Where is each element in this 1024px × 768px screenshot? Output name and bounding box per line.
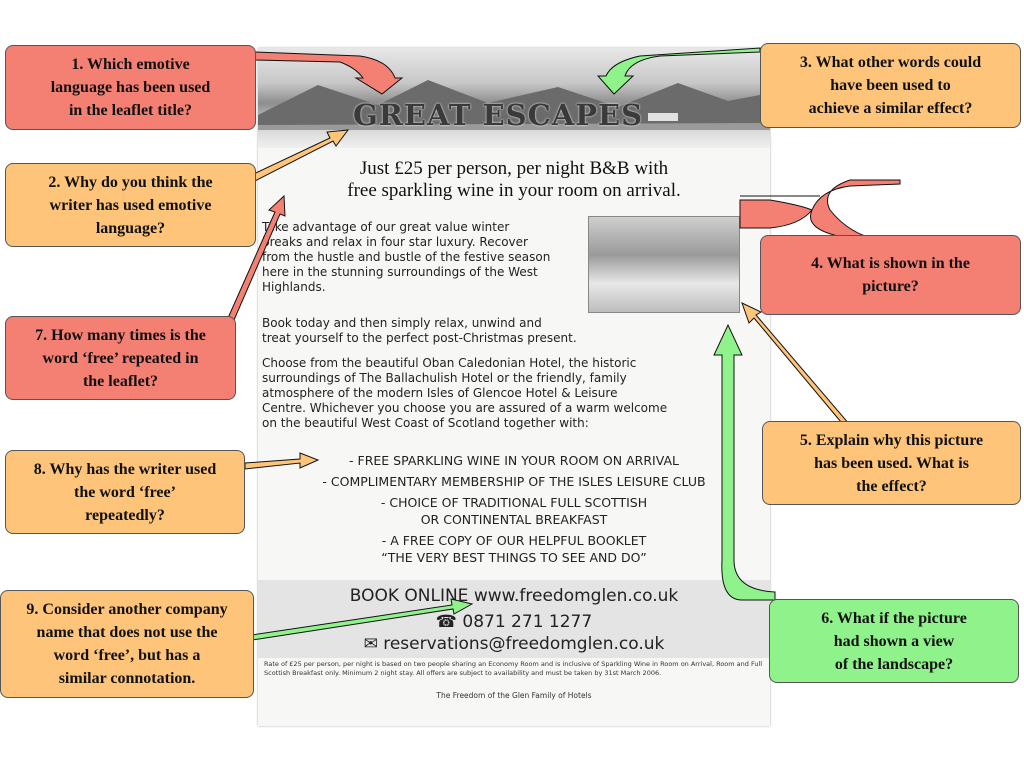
intro-line: Take advantage of our great value winter bbox=[262, 220, 510, 234]
question-5-line: the effect? bbox=[856, 477, 927, 495]
hotel-pool-photo bbox=[588, 216, 740, 313]
question-2-line: language? bbox=[95, 219, 166, 237]
email-address: reservations@freedomglen.co.uk bbox=[383, 634, 665, 654]
booking-paragraph: Book today and then simply relax, unwind… bbox=[262, 316, 577, 346]
question-9-line: name that does not use the bbox=[36, 624, 218, 641]
question-6-line: 6. What if the picture bbox=[821, 609, 967, 627]
question-3-line: achieve a similar effect? bbox=[808, 100, 973, 117]
phone-line: ☎ 0871 271 1277 bbox=[258, 612, 770, 632]
question-8-line: 8. Why has the writer used bbox=[33, 460, 217, 478]
question-6-line: had shown a view bbox=[833, 632, 955, 650]
question-2-line: 2. Why do you think the bbox=[48, 173, 213, 191]
intro-line: here in the stunning surroundings of the… bbox=[262, 265, 538, 279]
question-9-line: similar connotation. bbox=[58, 670, 196, 687]
email-line: ✉ reservations@freedomglen.co.uk bbox=[258, 634, 770, 654]
question-4-line: 4. What is shown in the bbox=[811, 255, 970, 272]
intro-line: Highlands. bbox=[262, 280, 326, 294]
question-5-line: 5. Explain why this picture bbox=[799, 431, 984, 449]
hotels-paragraph: Choose from the beautiful Oban Caledonia… bbox=[262, 356, 667, 431]
mountain-silhouette bbox=[258, 80, 770, 130]
phone-icon: ☎ bbox=[435, 612, 463, 632]
question-box-3: 3. What other words could have been used… bbox=[760, 43, 1021, 128]
offer-item: - COMPLIMENTARY MEMBERSHIP OF THE ISLES … bbox=[322, 474, 706, 489]
question-9-line: word ‘free’, but has a bbox=[53, 647, 201, 664]
intro-line: from the hustle and bustle of the festiv… bbox=[262, 250, 551, 264]
envelope-icon: ✉ bbox=[363, 634, 384, 654]
offer-item: - FREE SPARKLING WINE IN YOUR ROOM ON AR… bbox=[349, 453, 679, 468]
question-7-line: the leaflet? bbox=[82, 372, 159, 390]
question-3-line: 3. What other words could bbox=[799, 54, 982, 71]
question-1-line: language has been used bbox=[50, 79, 211, 96]
question-3-line: have been used to bbox=[830, 77, 951, 94]
leaflet-title: GREAT ESCAPES bbox=[353, 98, 644, 132]
leaflet: GREAT ESCAPES Just £25 per person, per n… bbox=[258, 48, 770, 726]
question-7-line: word ‘free’ repeated in bbox=[42, 349, 199, 367]
question-box-1: 1. Which emotive language has been used … bbox=[5, 45, 256, 130]
question-box-6: 6. What if the picture had shown a view … bbox=[769, 599, 1019, 683]
hotels-line: on the beautiful West Coast of Scotland … bbox=[262, 416, 589, 430]
question-1-line: 1. Which emotive bbox=[71, 56, 190, 73]
question-8-line: the word ‘free’ bbox=[74, 483, 176, 501]
hotels-line: Centre. Whichever you choose you are ass… bbox=[262, 401, 668, 415]
hotels-line: atmosphere of the modern Isles of Glenco… bbox=[262, 386, 618, 400]
fine-print: Rate of £25 per person, per night is bas… bbox=[264, 660, 763, 677]
question-box-4: 4. What is shown in the picture? bbox=[760, 235, 1021, 315]
intro-paragraph: Take advantage of our great value winter… bbox=[262, 220, 550, 295]
question-5-line: has been used. What is bbox=[814, 454, 969, 472]
question-box-2: 2. Why do you think the writer has used … bbox=[5, 163, 256, 247]
headline-line-2: free sparkling wine in your room on arri… bbox=[347, 180, 681, 201]
book-online-text: BOOK ONLINE www.freedomglen.co.uk bbox=[349, 586, 679, 606]
offer-item: OR CONTINENTAL BREAKFAST bbox=[420, 512, 608, 527]
booking-line: Book today and then simply relax, unwind… bbox=[262, 316, 542, 330]
leaflet-footer: The Freedom of the Glen Family of Hotels bbox=[436, 691, 592, 700]
question-1-line: in the leaflet title? bbox=[68, 102, 193, 119]
booking-line: treat yourself to the perfect post-Chris… bbox=[262, 331, 577, 345]
offer-item: “THE VERY BEST THINGS TO SEE AND DO” bbox=[381, 550, 647, 565]
phone-number: 0871 271 1277 bbox=[462, 612, 593, 632]
question-7-line: 7. How many times is the bbox=[35, 326, 206, 344]
offer-item: - CHOICE OF TRADITIONAL FULL SCOTTISH bbox=[380, 495, 648, 510]
landscape-banner-image: GREAT ESCAPES bbox=[258, 48, 770, 148]
question-box-8: 8. Why has the writer used the word ‘fre… bbox=[5, 450, 245, 534]
question-6-line: of the landscape? bbox=[834, 655, 954, 673]
question-box-5: 5. Explain why this picture has been use… bbox=[762, 421, 1021, 505]
question-9-line: 9. Consider another company bbox=[26, 601, 228, 618]
hotels-line: surroundings of The Ballachulish Hotel o… bbox=[262, 371, 627, 385]
offer-item: - A FREE COPY OF OUR HELPFUL BOOKLET bbox=[381, 533, 647, 548]
question-2-line: writer has used emotive bbox=[49, 196, 212, 214]
offers-list: - FREE SPARKLING WINE IN YOUR ROOM ON AR… bbox=[258, 452, 770, 566]
question-8-line: repeatedly? bbox=[85, 506, 165, 524]
question-4-line: picture? bbox=[862, 278, 919, 295]
question-box-9: 9. Consider another company name that do… bbox=[0, 590, 254, 698]
booking-box: BOOK ONLINE www.freedomglen.co.uk ☎ 0871… bbox=[258, 580, 770, 658]
headline-line-1: Just £25 per person, per night B&B with bbox=[359, 158, 669, 179]
question-box-7: 7. How many times is the word ‘free’ rep… bbox=[5, 316, 236, 400]
hotels-line: Choose from the beautiful Oban Caledonia… bbox=[262, 356, 637, 370]
leaflet-headline: Just £25 per person, per night B&B with … bbox=[258, 158, 770, 202]
intro-line: breaks and relax in four star luxury. Re… bbox=[262, 235, 528, 249]
